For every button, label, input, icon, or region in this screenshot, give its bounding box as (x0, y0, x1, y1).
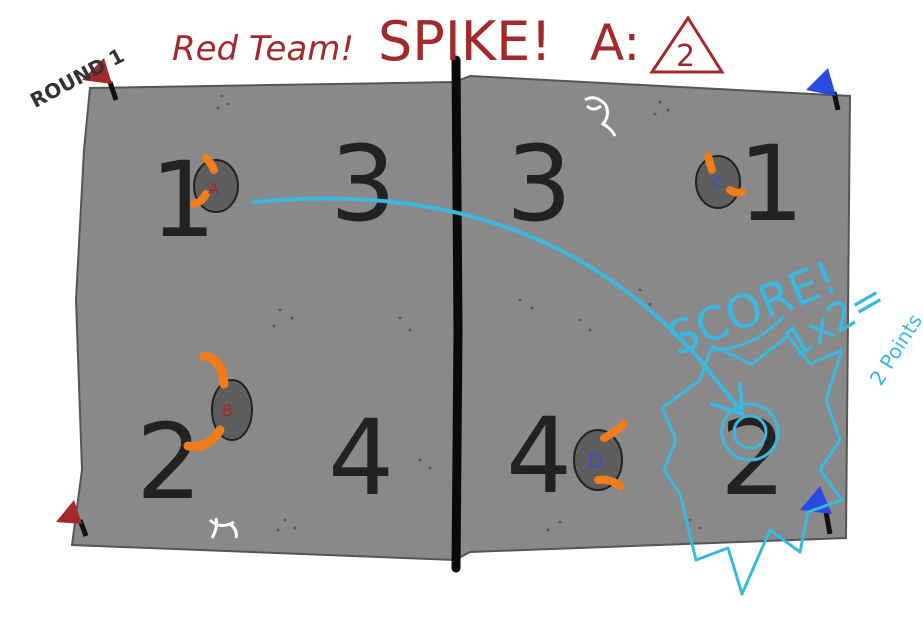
blue-flag-icon (806, 68, 841, 111)
action-label: SPIKE! (378, 10, 552, 73)
zone-number-right-4: 4 (506, 395, 572, 517)
zone-number-left-3: 3 (330, 123, 396, 245)
red-flag-icon (82, 58, 119, 101)
zone-number-left-2: 2 (136, 401, 202, 523)
assignment-triangle (649, 15, 725, 74)
zone-number-right-1: 1 (738, 123, 804, 245)
zone-number-left-4: 4 (328, 397, 394, 519)
player-d-letter: D (588, 449, 603, 473)
annotation-pointer (711, 314, 786, 352)
landing-target (720, 402, 780, 462)
trajectory-arrowhead (710, 382, 745, 417)
player-c: C (695, 152, 746, 209)
player-c-letter: C (712, 173, 723, 192)
team-label: Red Team! (172, 29, 354, 69)
player-b: B (183, 351, 253, 452)
court-doodle (208, 517, 238, 539)
player-d: D (573, 420, 628, 491)
player-a-letter: A (208, 179, 219, 198)
starburst (660, 334, 844, 596)
zone-number-right-3: 3 (506, 123, 572, 245)
player-a: A (190, 154, 239, 213)
assignment-label: A: (590, 14, 640, 72)
net-line (451, 55, 463, 573)
trajectory-arrow (252, 196, 744, 414)
assignment-value: 2 (676, 39, 695, 74)
red-flag-icon (56, 500, 89, 537)
player-b-letter: B (222, 401, 233, 420)
court-doodle (584, 96, 617, 137)
